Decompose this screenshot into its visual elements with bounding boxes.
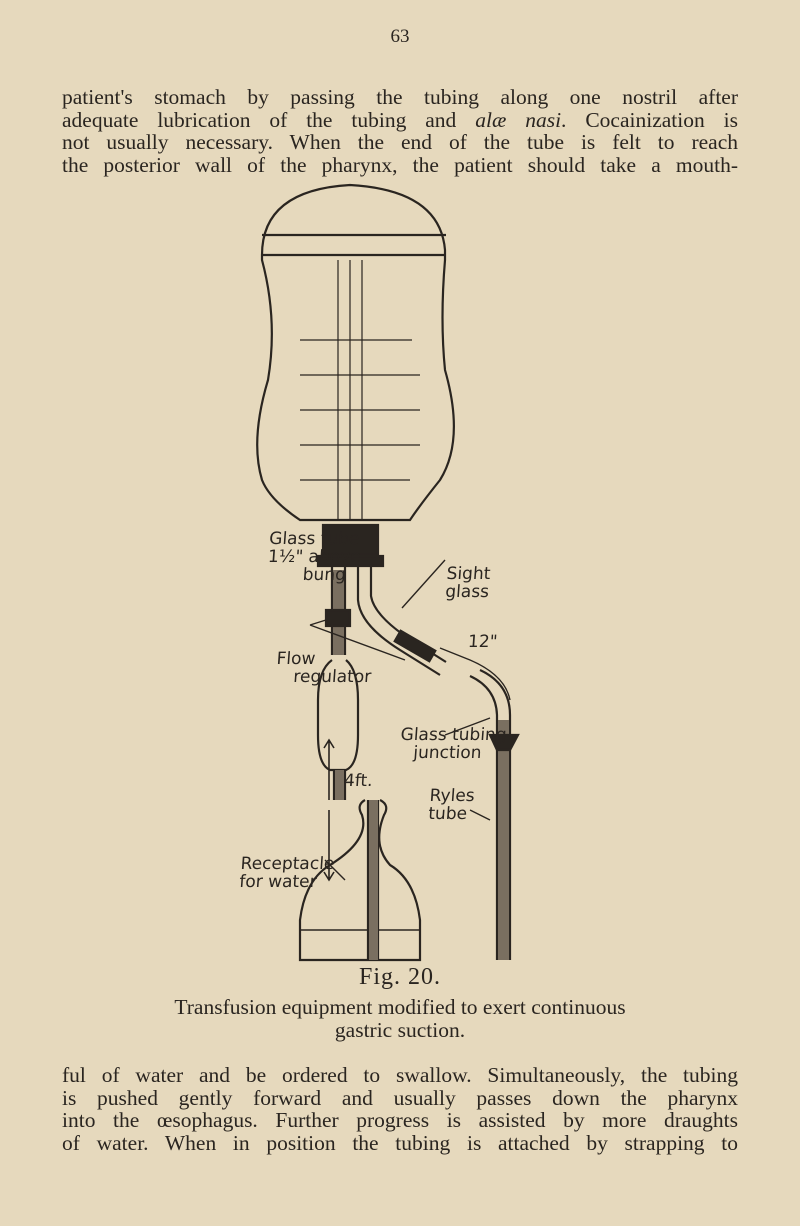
- length-arrow: [323, 738, 335, 882]
- receptacle: [298, 799, 422, 962]
- text-line: adequate lubrication of the tubing and a…: [62, 107, 739, 132]
- bung: [321, 523, 380, 557]
- text-line: ful of water and be ordered to swallow. …: [62, 1063, 738, 1087]
- bottle: [256, 183, 455, 522]
- label-4ft: 4ft.: [343, 771, 374, 791]
- ryles-tube: [469, 669, 512, 960]
- tubing-junction: [488, 733, 520, 752]
- italic-term: alæ nasi: [475, 107, 562, 132]
- page-number: 63: [390, 26, 410, 47]
- text-line: not usually necessary. When the end of t…: [62, 130, 738, 155]
- caption-line: Transfusion equipment modified to exert …: [174, 995, 626, 1019]
- figure-caption: Transfusion equipment modified to exert …: [0, 996, 800, 1042]
- text-line: patient's stomach by passing the tubing …: [62, 85, 738, 109]
- text-line: of water. When in position the tubing is…: [62, 1130, 738, 1155]
- text-span: . Cocainization is: [561, 107, 739, 132]
- text-line: is pushed gently forward and usually pas…: [62, 1085, 738, 1110]
- text-span: adequate lubrication of the tubing and: [62, 107, 476, 132]
- flow-regulator-clamp: [324, 608, 352, 628]
- bottle-markings: [300, 339, 420, 481]
- inner-tubes: [337, 260, 363, 520]
- bottom-paragraph: ful of water and be ordered to swallow. …: [62, 1064, 738, 1154]
- text-line: into the œsophagus. Further progress is …: [62, 1108, 738, 1133]
- figure-number: Fig. 20.: [358, 964, 441, 990]
- bottle-rim: [262, 233, 446, 257]
- text-line: the posterior wall of the pharynx, the p…: [62, 152, 738, 177]
- label-12-inches: 12": [467, 632, 499, 652]
- caption-line: gastric suction.: [334, 1018, 466, 1042]
- top-paragraph: patient's stomach by passing the tubing …: [62, 86, 738, 176]
